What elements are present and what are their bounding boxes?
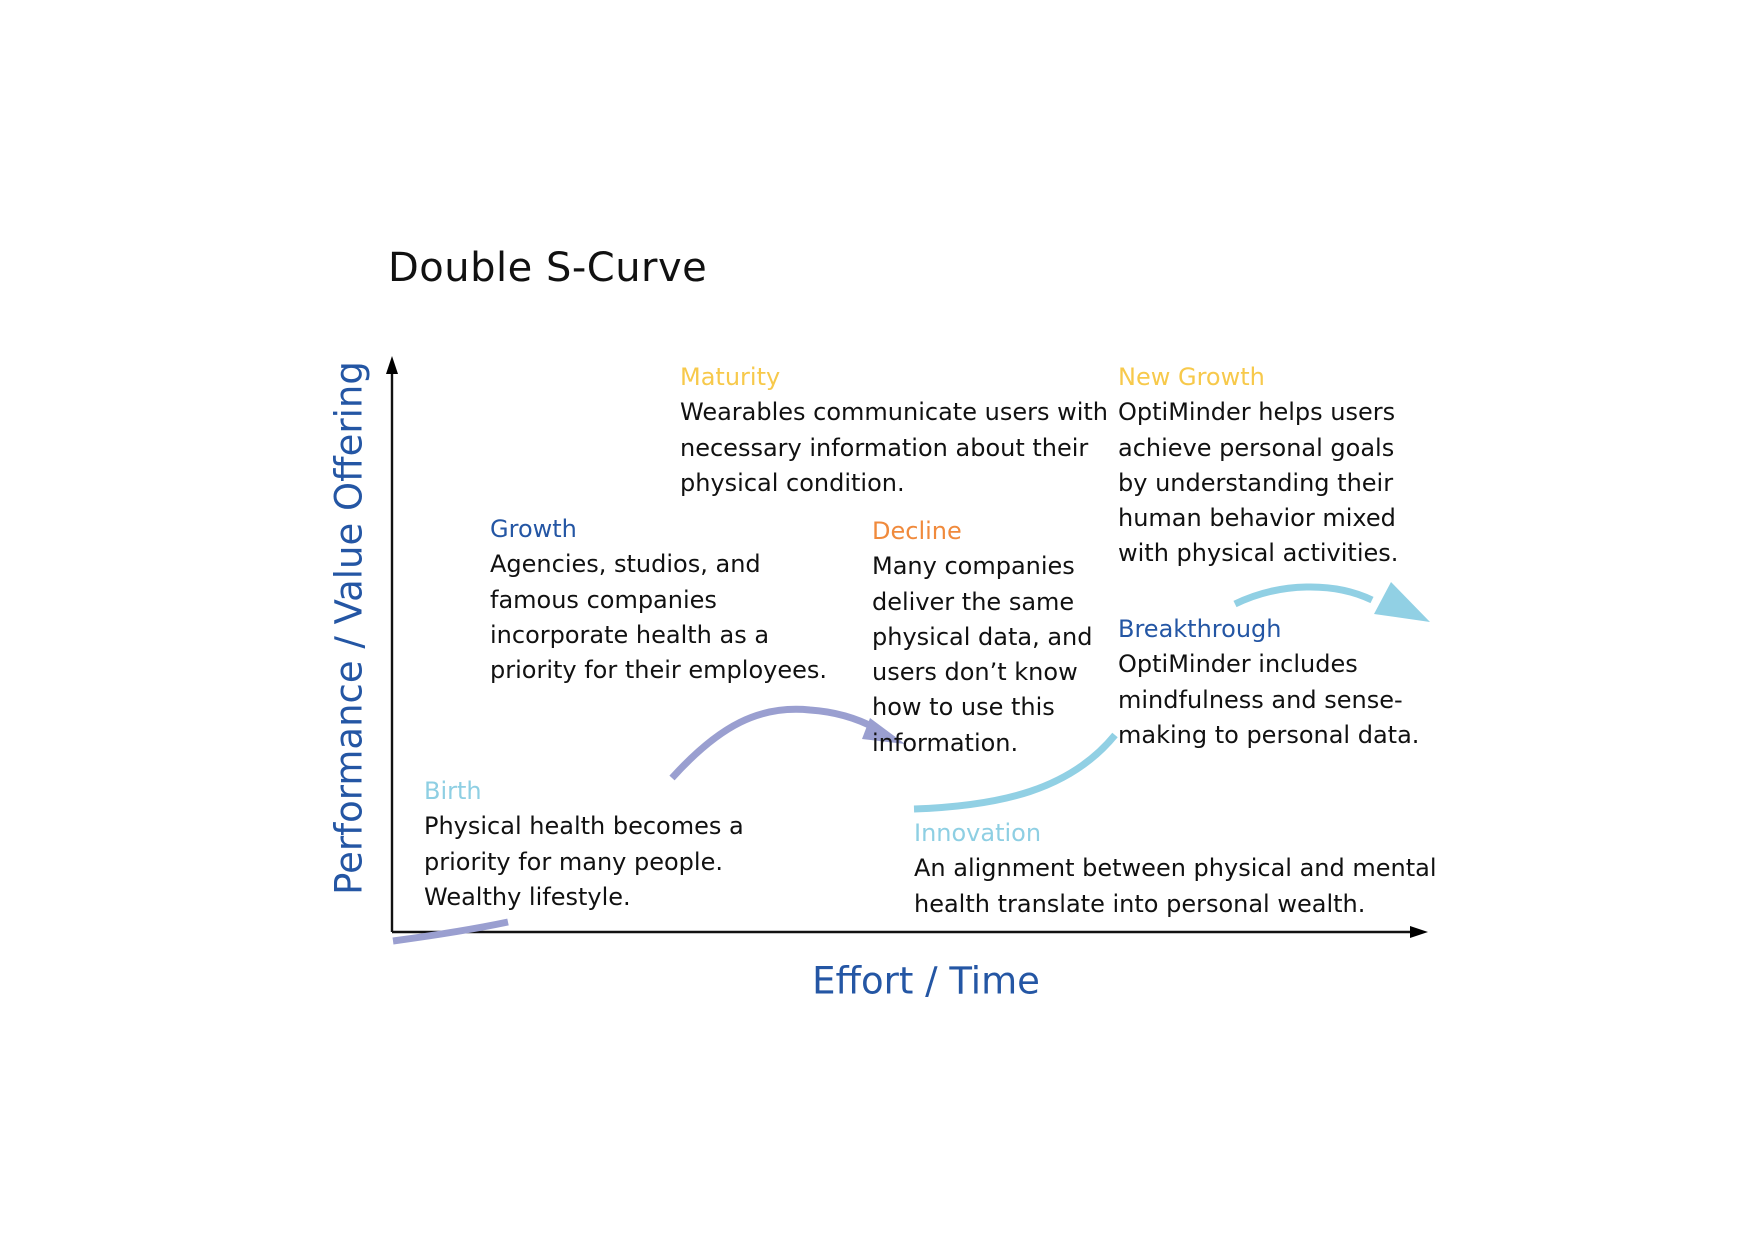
- stage-text-line: achieve personal goals: [1118, 433, 1395, 462]
- stage-text-line: Wearables communicate users with: [680, 398, 1109, 427]
- stage-text-line: priority for their employees.: [490, 656, 828, 685]
- stage-text-line: Agencies, studios, and: [490, 550, 761, 579]
- stage-heading: Innovation: [914, 819, 1042, 847]
- stage-decline: Decline Many companies deliver the same …: [872, 514, 1093, 761]
- stage-heading: Maturity: [680, 363, 781, 391]
- stage-new-growth: New Growth OptiMinder helps users achiev…: [1118, 360, 1398, 572]
- y-axis: [386, 356, 398, 932]
- second-curve-arrow-icon: [1374, 582, 1430, 622]
- stage-heading: Birth: [424, 777, 482, 805]
- y-axis-arrow-icon: [386, 356, 398, 374]
- stage-heading: Breakthrough: [1118, 615, 1282, 643]
- stage-heading: Decline: [872, 517, 962, 545]
- stage-text-line: Many companies: [872, 552, 1075, 581]
- y-axis-label: Performance / Value Offering: [327, 361, 371, 895]
- stage-text-line: information.: [872, 728, 1019, 757]
- stage-text-line: OptiMinder helps users: [1118, 398, 1396, 427]
- x-axis-arrow-icon: [1410, 926, 1428, 938]
- stage-text-line: priority for many people.: [424, 847, 723, 876]
- page-title: Double S-Curve: [388, 245, 708, 291]
- stage-text-line: physical data, and: [872, 622, 1093, 651]
- x-axis-label: Effort / Time: [812, 959, 1040, 1003]
- stage-text-line: deliver the same: [872, 587, 1075, 616]
- first-curve-arrow-icon: [862, 718, 905, 744]
- stage-text-line: human behavior mixed: [1118, 504, 1396, 533]
- stage-text-line: health translate into personal wealth.: [914, 889, 1366, 918]
- second-s-curve: [913, 582, 1430, 813]
- stage-text-line: how to use this: [872, 693, 1055, 722]
- first-s-curve: [392, 705, 905, 945]
- stage-text-line: making to personal data.: [1118, 720, 1420, 749]
- stage-heading: Growth: [490, 515, 577, 543]
- stage-text-line: An alignment between physical and mental: [914, 854, 1437, 883]
- stage-text-line: incorporate health as a: [490, 620, 770, 649]
- stage-text-line: Physical health becomes a: [424, 812, 744, 841]
- stage-breakthrough: Breakthrough OptiMinder includes mindful…: [1118, 612, 1419, 753]
- stage-text-line: famous companies: [490, 585, 717, 614]
- stage-text-line: users don’t know: [872, 658, 1078, 687]
- stage-text-line: Wealthy lifestyle.: [424, 882, 631, 911]
- stage-birth: Birth Physical health becomes a priority…: [424, 774, 744, 915]
- stage-text-line: OptiMinder includes: [1118, 650, 1358, 679]
- stage-text-line: with physical activities.: [1118, 539, 1399, 568]
- stage-text-line: by understanding their: [1118, 468, 1394, 497]
- x-axis: [392, 926, 1428, 938]
- stage-heading: New Growth: [1118, 363, 1265, 391]
- stage-text-line: physical condition.: [680, 468, 905, 497]
- stage-text-line: mindfulness and sense-: [1118, 685, 1403, 714]
- stage-text-line: necessary information about their: [680, 433, 1089, 462]
- stage-growth: Growth Agencies, studios, and famous com…: [490, 512, 827, 688]
- stage-maturity: Maturity Wearables communicate users wit…: [680, 360, 1108, 501]
- stage-innovation: Innovation An alignment between physical…: [914, 816, 1437, 922]
